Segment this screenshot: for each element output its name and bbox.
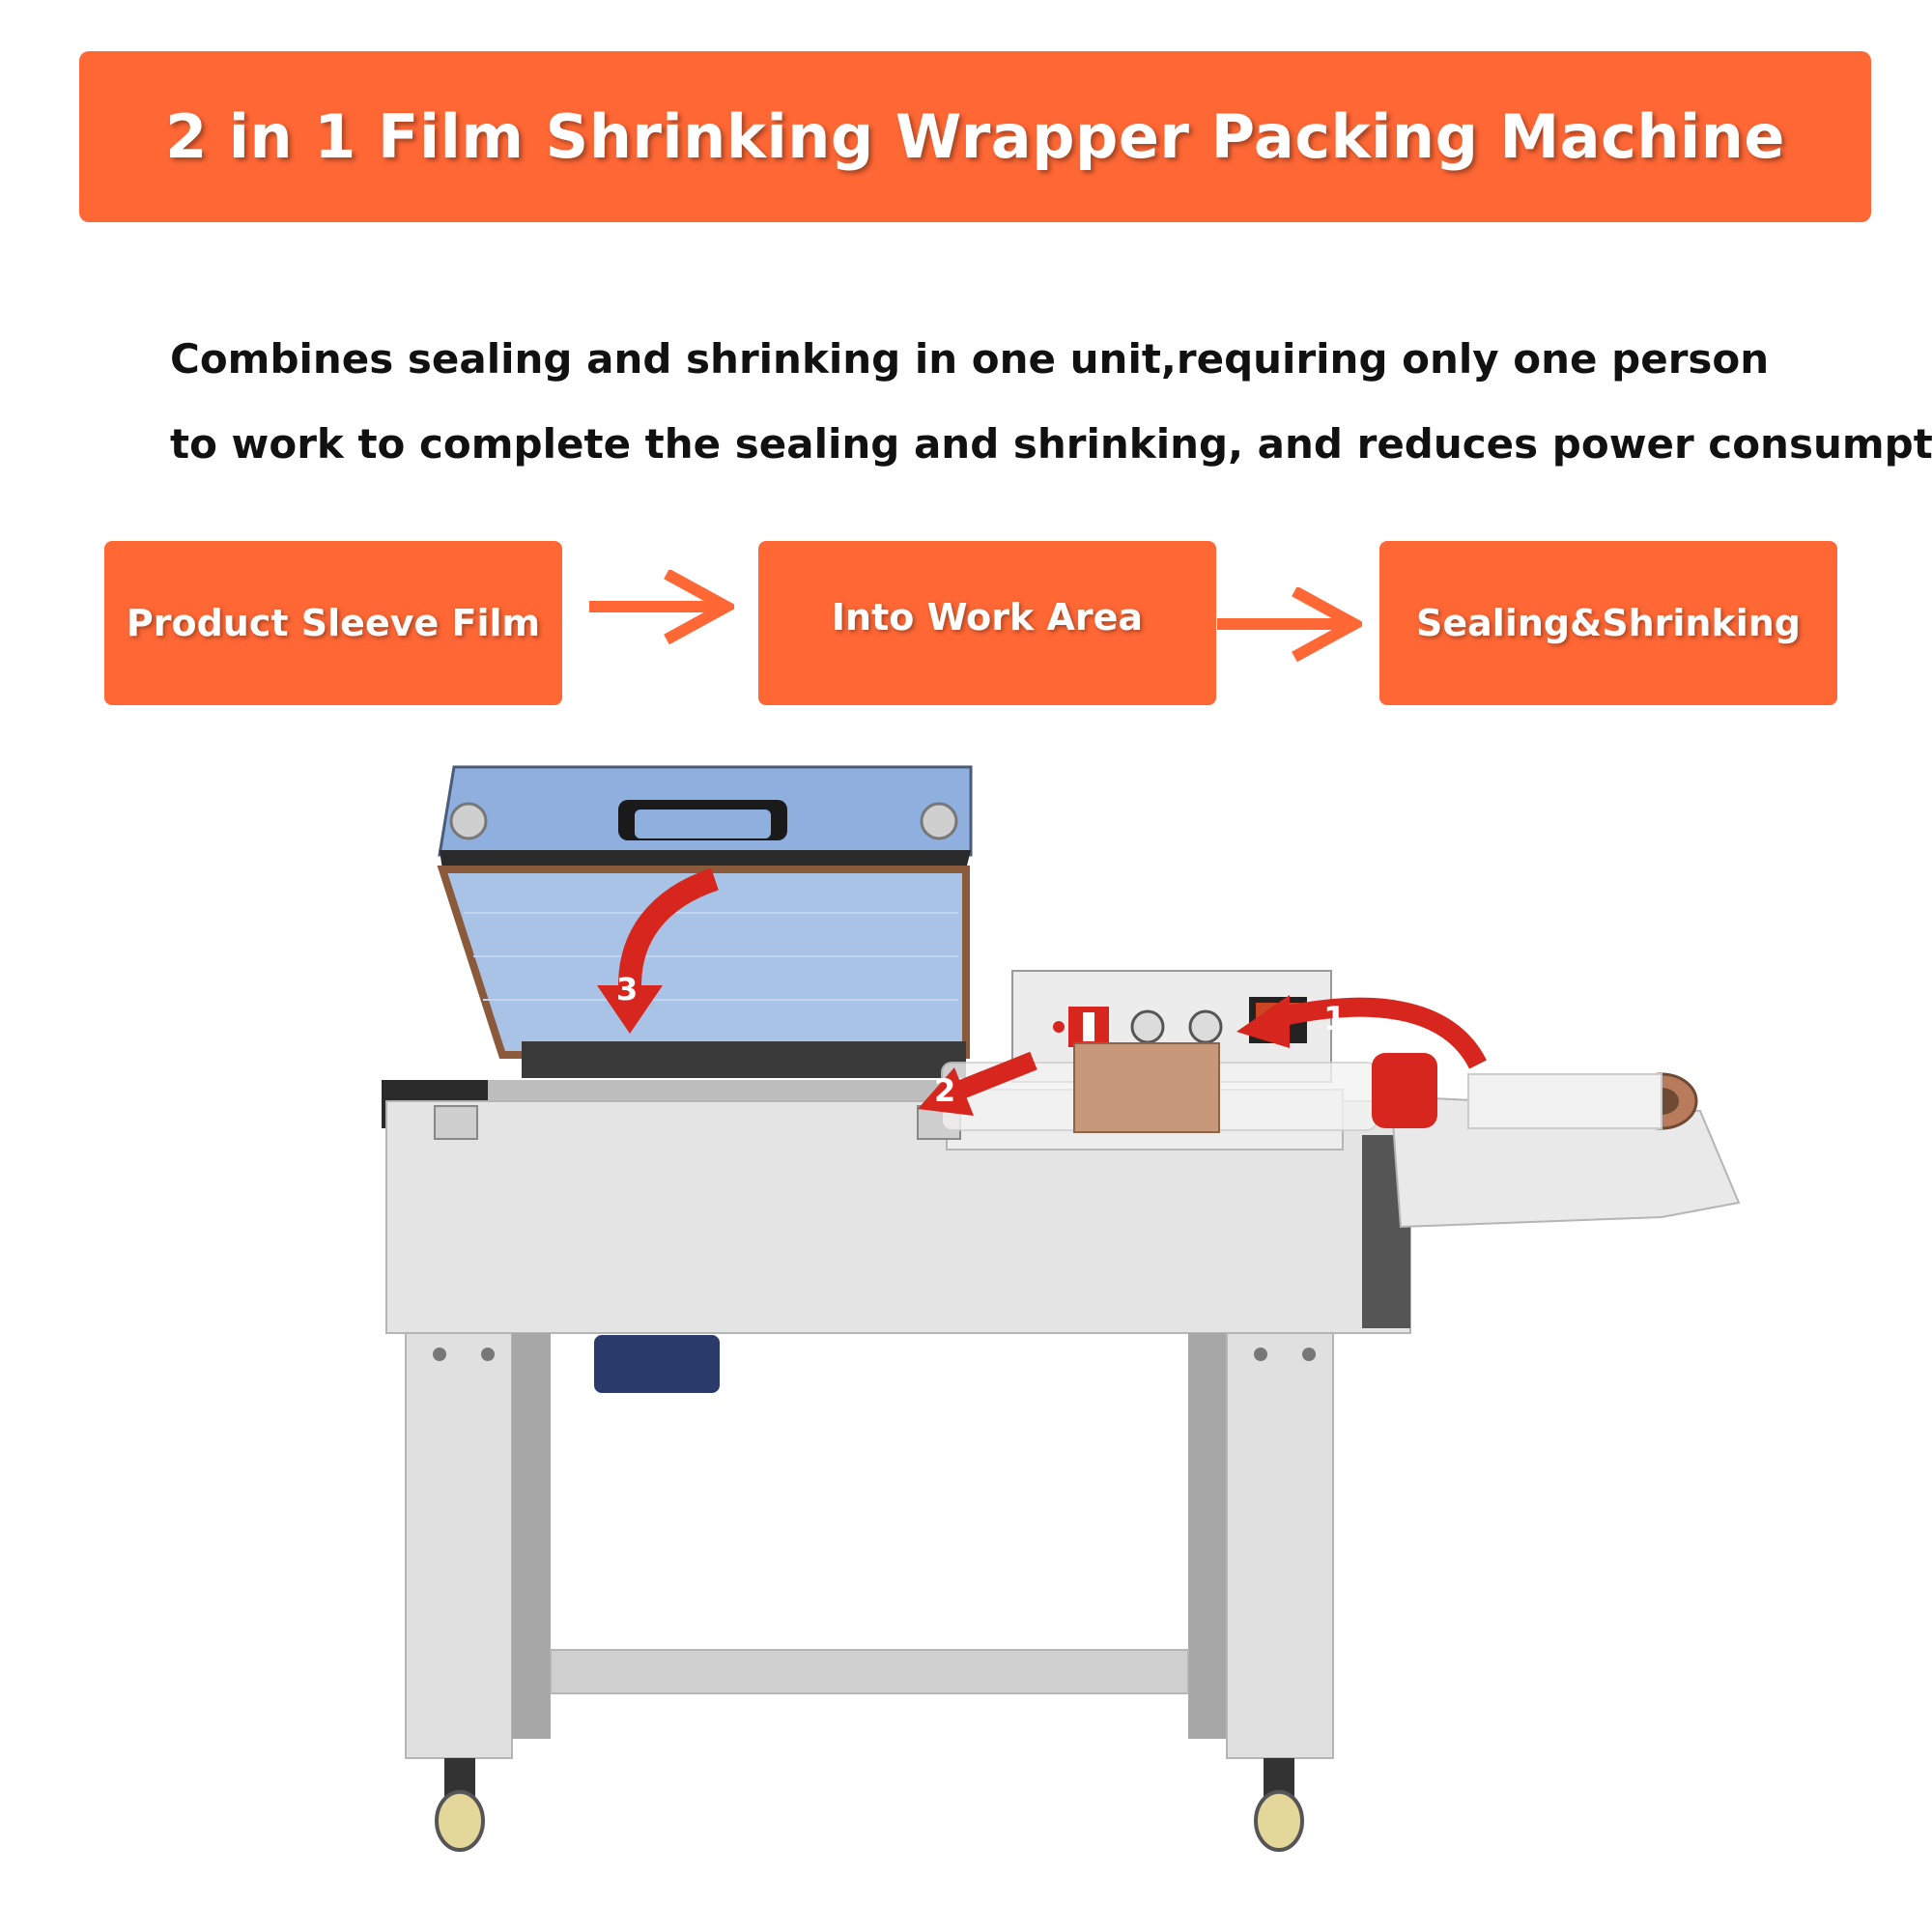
callout-number: 1 <box>1323 1000 1347 1038</box>
callout-number: 3 <box>616 971 638 1008</box>
flow-arrow-icon <box>589 570 734 645</box>
machine-frame <box>405 1332 1334 1759</box>
callout-arrow-1-icon: 1 <box>1236 995 1487 1069</box>
title-banner: 2 in 1 Film Shrinking Wrapper Packing Ma… <box>79 51 1871 222</box>
callout-number: 2 <box>934 1072 955 1109</box>
step-label: Sealing&Shrinking <box>1415 602 1802 644</box>
callout-arrow-2-icon: 2 <box>918 1051 1037 1116</box>
machine-lid <box>437 765 973 1078</box>
description-line-1: Combines sealing and shrinking in one un… <box>170 335 1770 383</box>
step-label: Into Work Area <box>831 596 1144 639</box>
step-into-work-area: Into Work Area <box>758 541 1216 705</box>
machine-illustration: 1 2 3 <box>382 765 1741 1852</box>
step-label: Product Sleeve Film <box>126 602 541 644</box>
step-product-sleeve-film: Product Sleeve Film <box>104 541 562 705</box>
caster-wheels <box>435 1758 1304 1852</box>
flow-arrow-icon <box>1217 587 1362 663</box>
film-roll-unit <box>1362 1053 1741 1328</box>
step-sealing-shrinking: Sealing&Shrinking <box>1379 541 1837 705</box>
product-box <box>941 1042 1378 1133</box>
description: Combines sealing and shrinking in one un… <box>170 317 1932 487</box>
description-line-2: to work to complete the sealing and shri… <box>170 420 1932 468</box>
page-title: 2 in 1 Film Shrinking Wrapper Packing Ma… <box>165 101 1785 172</box>
callout-arrow-3-icon: 3 <box>597 867 720 1034</box>
